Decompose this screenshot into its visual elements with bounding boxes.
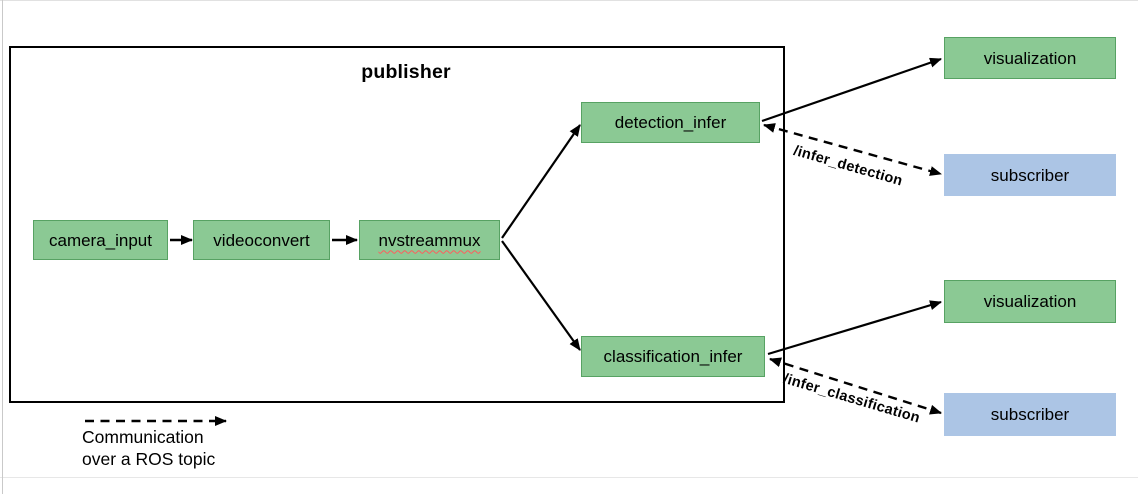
node-nvstreammux-label: nvstreammux [378,230,481,250]
publisher-group-box [9,46,785,403]
node-camera-input-label: camera_input [48,230,152,250]
node-subscriber-top-label: subscriber [990,165,1070,185]
publisher-group-title: publisher [361,61,451,83]
window-edge-bottom [0,477,1138,478]
window-edge-left [2,0,3,494]
window-edge-top [0,0,1138,1]
node-visualization-bottom: visualization [944,280,1116,323]
node-videoconvert: videoconvert [193,220,330,260]
node-subscriber-bottom: subscriber [944,393,1116,436]
node-detection-infer: detection_infer [581,102,760,143]
node-subscriber-top: subscriber [944,154,1116,196]
node-nvstreammux: nvstreammux [359,220,500,260]
node-visualization-top-label: visualization [983,48,1077,68]
legend-caption: Communication over a ROS topic [82,427,215,470]
arrow-classification-to-visualization [767,300,942,356]
node-subscriber-bottom-label: subscriber [990,405,1070,424]
node-camera-input: camera_input [33,220,168,260]
node-detection-infer-label: detection_infer [614,113,727,132]
node-classification-infer-label: classification_infer [603,347,743,366]
node-visualization-bottom-label: visualization [983,292,1077,311]
topic-label-infer-classification: /infer_classification [781,371,922,427]
node-videoconvert-label: videoconvert [213,230,310,250]
arrow-detection-to-visualization [761,57,942,123]
node-visualization-top: visualization [944,37,1116,79]
node-classification-infer: classification_infer [581,336,765,377]
legend-caption-line2: over a ROS topic [82,448,216,469]
topic-label-infer-detection: /infer_detection [791,143,905,190]
legend-caption-line1: Communication [82,427,204,447]
